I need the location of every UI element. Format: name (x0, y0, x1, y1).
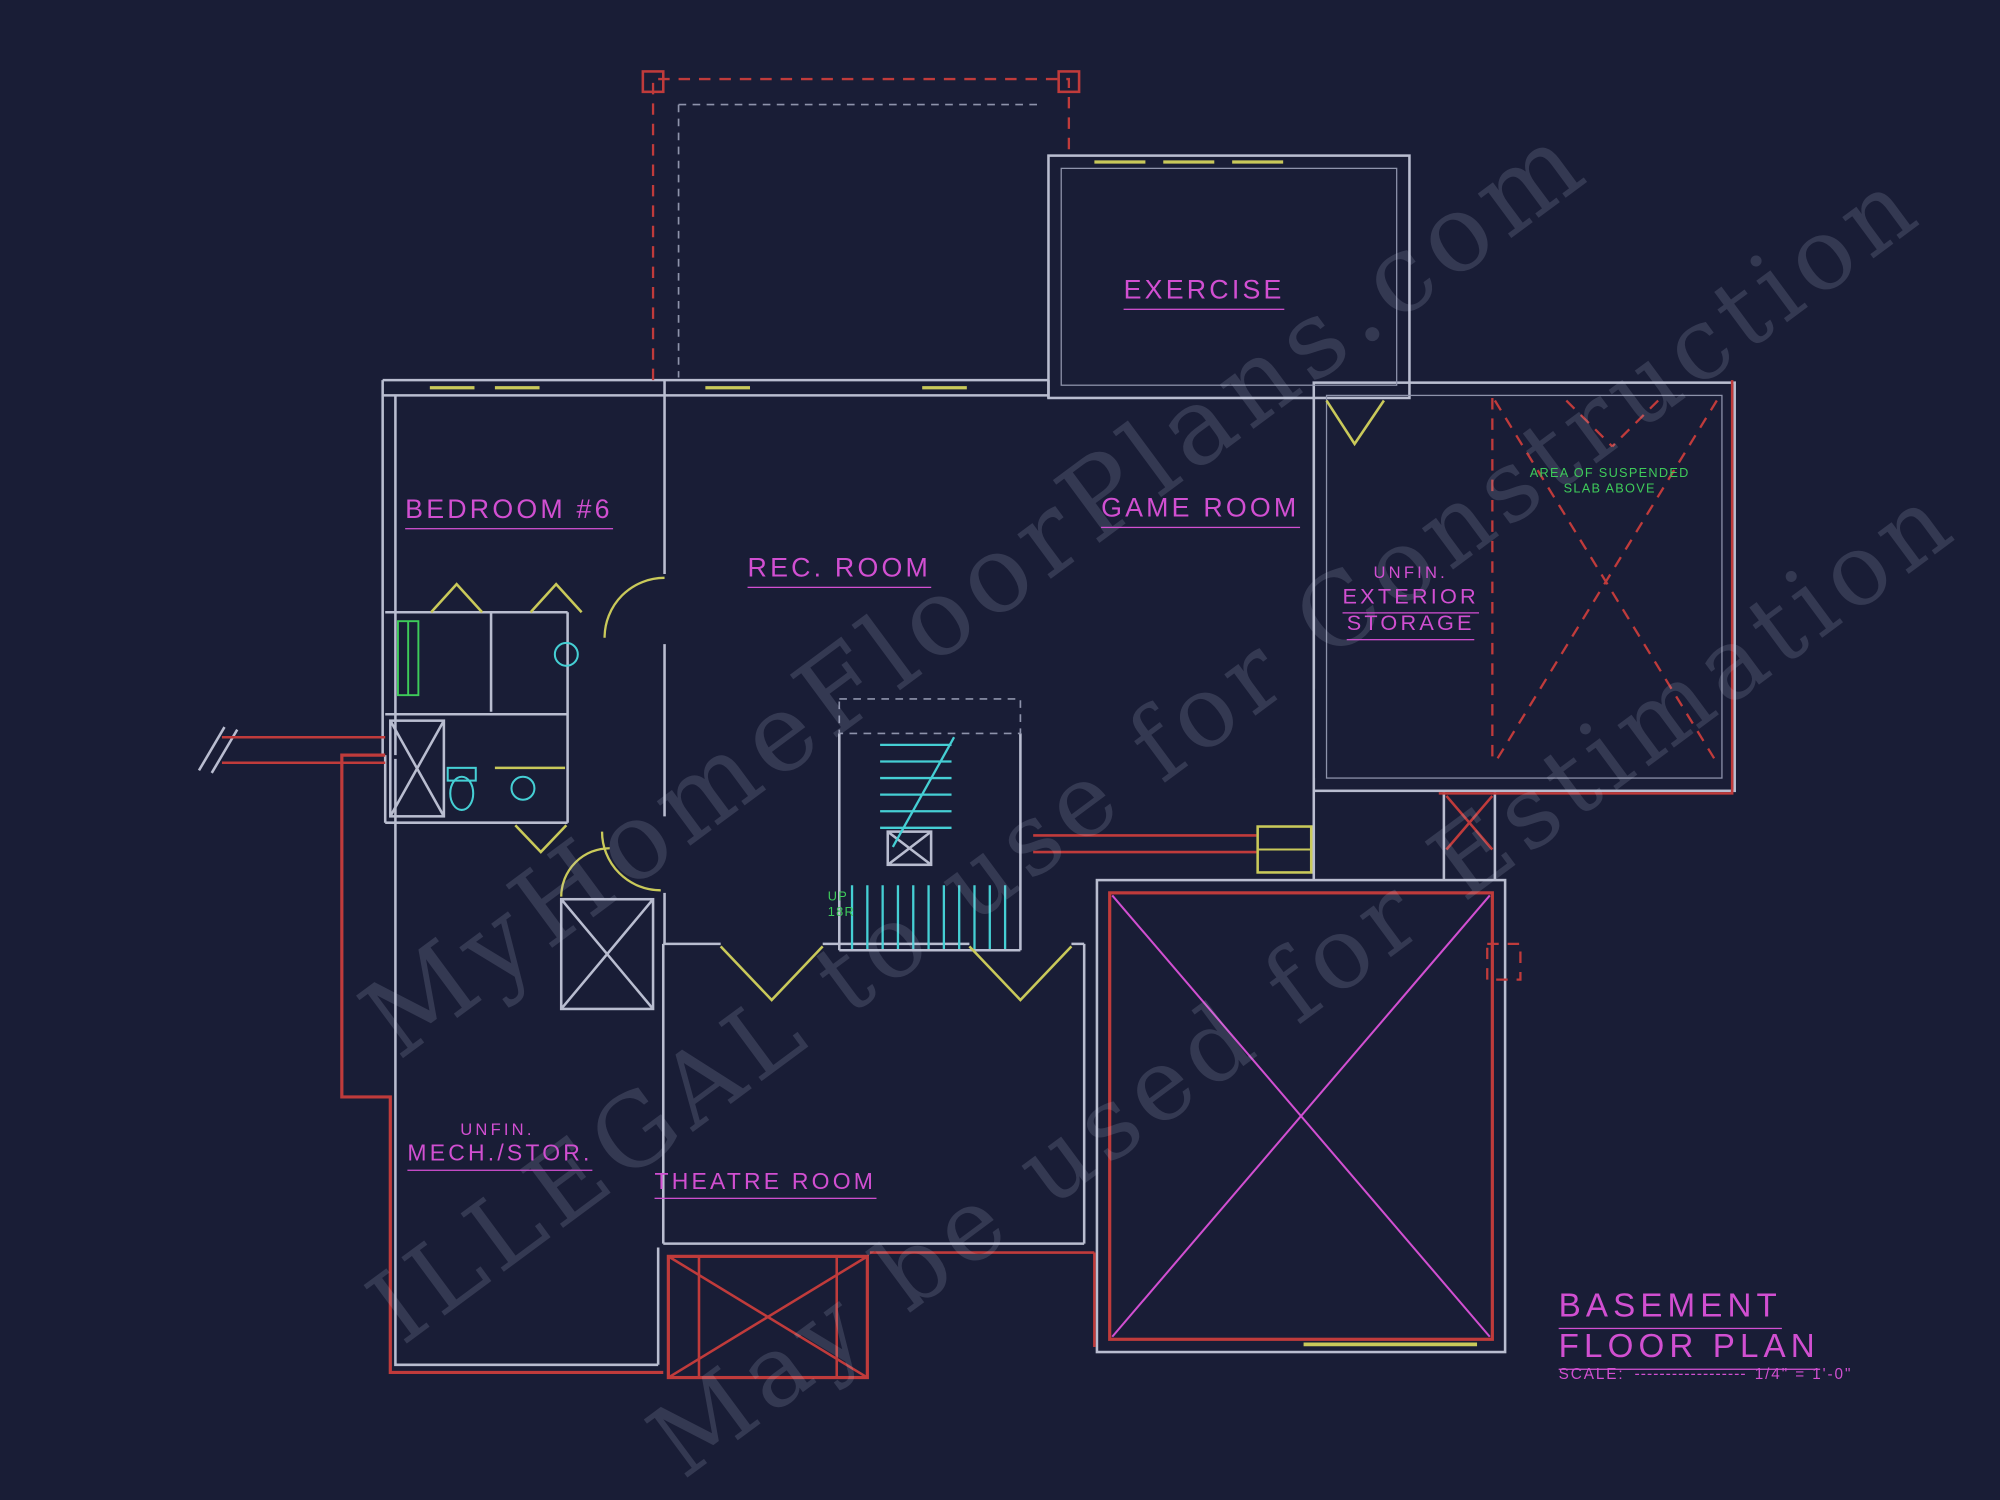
inner-wall-faces (1060, 167, 1723, 779)
hidden-lines (677, 103, 1041, 735)
overhead-dashed-lines (651, 77, 1718, 981)
plumbing-fixtures (446, 641, 579, 811)
walls-layer (197, 154, 1736, 1367)
shelving-icon (397, 620, 420, 697)
stairs-icon (850, 736, 1007, 949)
garage-cross-marker (1111, 894, 1491, 1338)
windows-and-doors (429, 160, 1478, 1347)
foundation-lines (221, 70, 1734, 1380)
